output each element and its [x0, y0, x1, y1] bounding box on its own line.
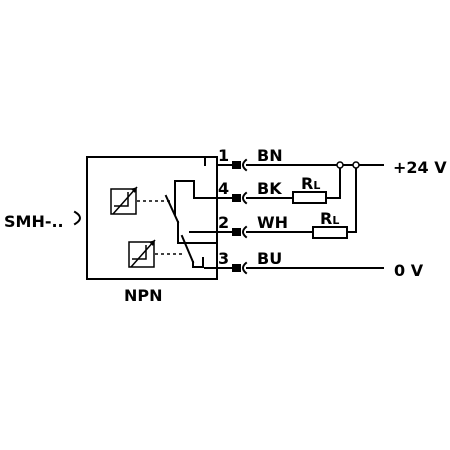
lower-sensing-element-icon [128, 239, 156, 268]
pin4-connector [216, 191, 248, 205]
input-arrow-icon [73, 210, 81, 226]
pin-number-1: 1 [218, 146, 229, 165]
load-label-2: RL [320, 209, 339, 228]
wire-label-wh: WH [257, 213, 288, 232]
upper-sensing-element-icon [110, 186, 138, 215]
load-resistor-1 [292, 191, 327, 204]
wire-label-bn: BN [257, 146, 283, 165]
upper-contact [164, 180, 218, 244]
pin-number-2: 2 [218, 213, 229, 232]
supply-ground-label: 0 V [394, 261, 424, 280]
load-1-return [325, 164, 341, 199]
junction-node-2 [352, 161, 360, 169]
pin3-connector [204, 261, 248, 275]
pin-number-4: 4 [218, 179, 229, 198]
pin-number-3: 3 [218, 249, 229, 268]
wire-label-bk: BK [257, 179, 282, 198]
sensor-housing [86, 156, 218, 280]
load-label-1: RL [301, 174, 320, 193]
junction-node-1 [336, 161, 344, 169]
pin2-connector [189, 225, 248, 239]
lower-contact [180, 234, 204, 268]
output-type-label: NPN [124, 286, 163, 305]
load-resistor-2 [312, 226, 348, 239]
supply-positive-label: +24 V [393, 158, 447, 177]
wire-label-bu: BU [257, 249, 282, 268]
pin1-connector [216, 158, 248, 172]
load-2-return [346, 164, 357, 233]
input-label: SMH-.. [4, 212, 64, 231]
